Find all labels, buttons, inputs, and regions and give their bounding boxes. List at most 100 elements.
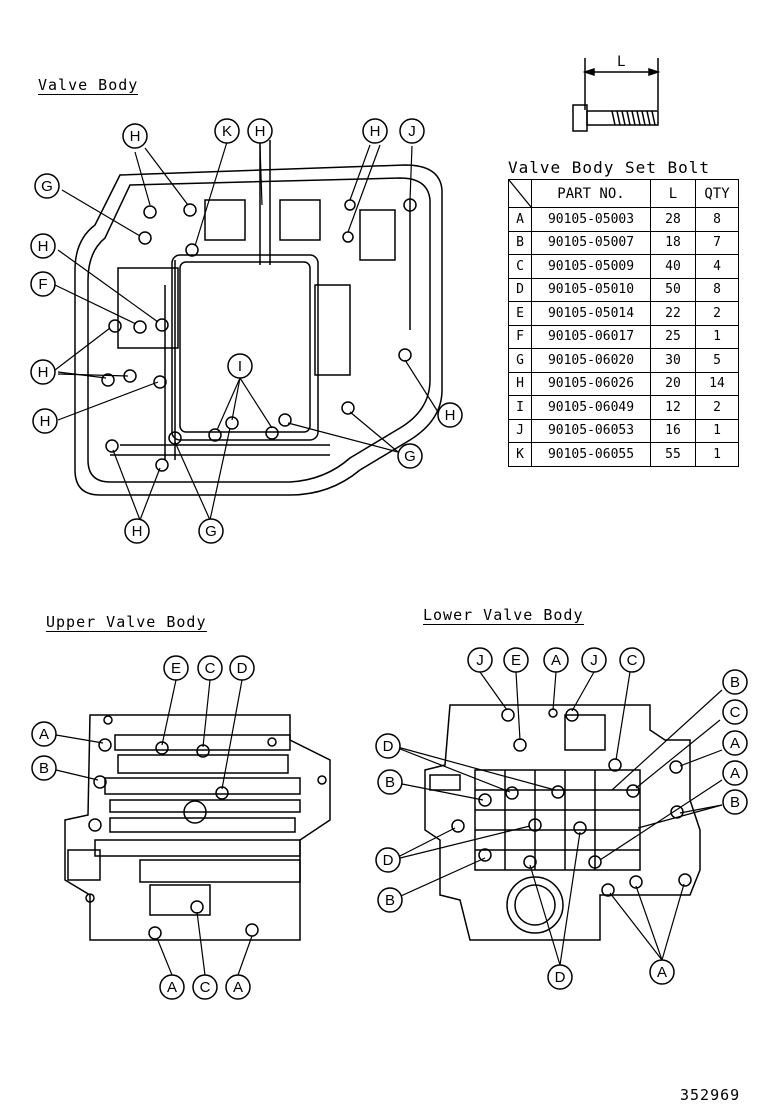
upper-valve-body-title: Upper Valve Body — [46, 613, 207, 632]
svg-text:B: B — [730, 674, 740, 691]
svg-text:A: A — [730, 735, 740, 752]
upper-callout-e: E — [163, 655, 189, 681]
lower-callout-j: J — [467, 647, 493, 673]
qty-header: QTY — [695, 179, 739, 208]
row-key: I — [508, 395, 532, 420]
lower-callout-b: B — [377, 887, 403, 913]
row-key: F — [508, 324, 532, 349]
svg-text:D: D — [237, 660, 248, 677]
upper-callout-a: A — [225, 974, 251, 1000]
svg-text:H: H — [255, 123, 266, 140]
row-key: C — [508, 254, 532, 279]
upper-callout-c: C — [197, 655, 223, 681]
svg-text:J: J — [408, 123, 416, 140]
lower-callout-c: C — [619, 647, 645, 673]
row-qty: 1 — [695, 442, 739, 467]
valve-body-title: Valve Body — [38, 76, 139, 95]
valve-body-callout-j: J — [399, 118, 425, 144]
row-part-no: 90105-06055 — [531, 442, 651, 467]
valve-body-callout-f: F — [30, 271, 56, 297]
row-key: D — [508, 277, 532, 302]
lower-callout-b: B — [722, 789, 748, 815]
valve-body-callout-g: G — [397, 443, 423, 469]
valve-body-callout-h: H — [30, 359, 56, 385]
table-header-row: PART NO. L QTY — [508, 179, 739, 208]
row-qty: 1 — [695, 418, 739, 443]
row-qty: 8 — [695, 277, 739, 302]
svg-text:A: A — [39, 726, 49, 743]
svg-text:I: I — [238, 358, 242, 375]
row-part-no: 90105-05010 — [531, 277, 651, 302]
row-qty: 2 — [695, 395, 739, 420]
svg-text:A: A — [657, 964, 667, 981]
valve-body-callout-h: H — [124, 518, 150, 544]
svg-text:C: C — [200, 979, 211, 996]
svg-text:D: D — [555, 969, 566, 986]
valve-body-callout-i: I — [227, 353, 253, 379]
lower-callout-b: B — [722, 669, 748, 695]
svg-text:E: E — [171, 660, 181, 677]
svg-text:J: J — [476, 652, 484, 669]
row-part-no: 90105-06053 — [531, 418, 651, 443]
row-length: 50 — [650, 277, 696, 302]
svg-text:H: H — [38, 238, 49, 255]
svg-text:B: B — [730, 794, 740, 811]
upper-callout-c: C — [192, 974, 218, 1000]
upper-callout-a: A — [31, 721, 57, 747]
svg-text:A: A — [730, 765, 740, 782]
lower-callout-a: A — [722, 730, 748, 756]
row-part-no: 90105-06020 — [531, 348, 651, 373]
svg-text:G: G — [404, 448, 416, 465]
row-length: 12 — [650, 395, 696, 420]
svg-text:H: H — [40, 413, 51, 430]
svg-text:D: D — [383, 738, 394, 755]
svg-text:H: H — [38, 364, 49, 381]
row-length: 22 — [650, 301, 696, 326]
row-part-no: 90105-05009 — [531, 254, 651, 279]
lower-callout-d: D — [547, 964, 573, 990]
lower-callout-d: D — [375, 733, 401, 759]
svg-text:H: H — [132, 523, 143, 540]
lower-callout-a: A — [543, 647, 569, 673]
row-qty: 7 — [695, 230, 739, 255]
lower-callout-a: A — [649, 959, 675, 985]
row-length: 20 — [650, 371, 696, 396]
row-key: B — [508, 230, 532, 255]
diagonal-line-icon — [509, 180, 531, 207]
row-length: 30 — [650, 348, 696, 373]
lower-callout-j: J — [581, 647, 607, 673]
row-part-no: 90105-06017 — [531, 324, 651, 349]
row-qty: 1 — [695, 324, 739, 349]
svg-text:B: B — [385, 774, 395, 791]
svg-text:B: B — [385, 892, 395, 909]
row-key: K — [508, 442, 532, 467]
svg-text:G: G — [205, 523, 217, 540]
lower-valve-body-title: Lower Valve Body — [423, 606, 584, 625]
svg-text:H: H — [445, 407, 456, 424]
lower-callout-e: E — [503, 647, 529, 673]
svg-text:F: F — [38, 276, 47, 293]
lower-callout-d: D — [375, 847, 401, 873]
lower-callout-c: C — [722, 699, 748, 725]
valve-body-callout-h: H — [32, 408, 58, 434]
svg-text:E: E — [511, 652, 521, 669]
svg-text:H: H — [130, 128, 141, 145]
row-key: E — [508, 301, 532, 326]
valve-body-callout-g: G — [34, 173, 60, 199]
row-length: 18 — [650, 230, 696, 255]
row-part-no: 90105-05003 — [531, 207, 651, 232]
row-part-no: 90105-05014 — [531, 301, 651, 326]
row-qty: 14 — [695, 371, 739, 396]
lower-callout-b: B — [377, 769, 403, 795]
svg-text:C: C — [730, 704, 741, 721]
